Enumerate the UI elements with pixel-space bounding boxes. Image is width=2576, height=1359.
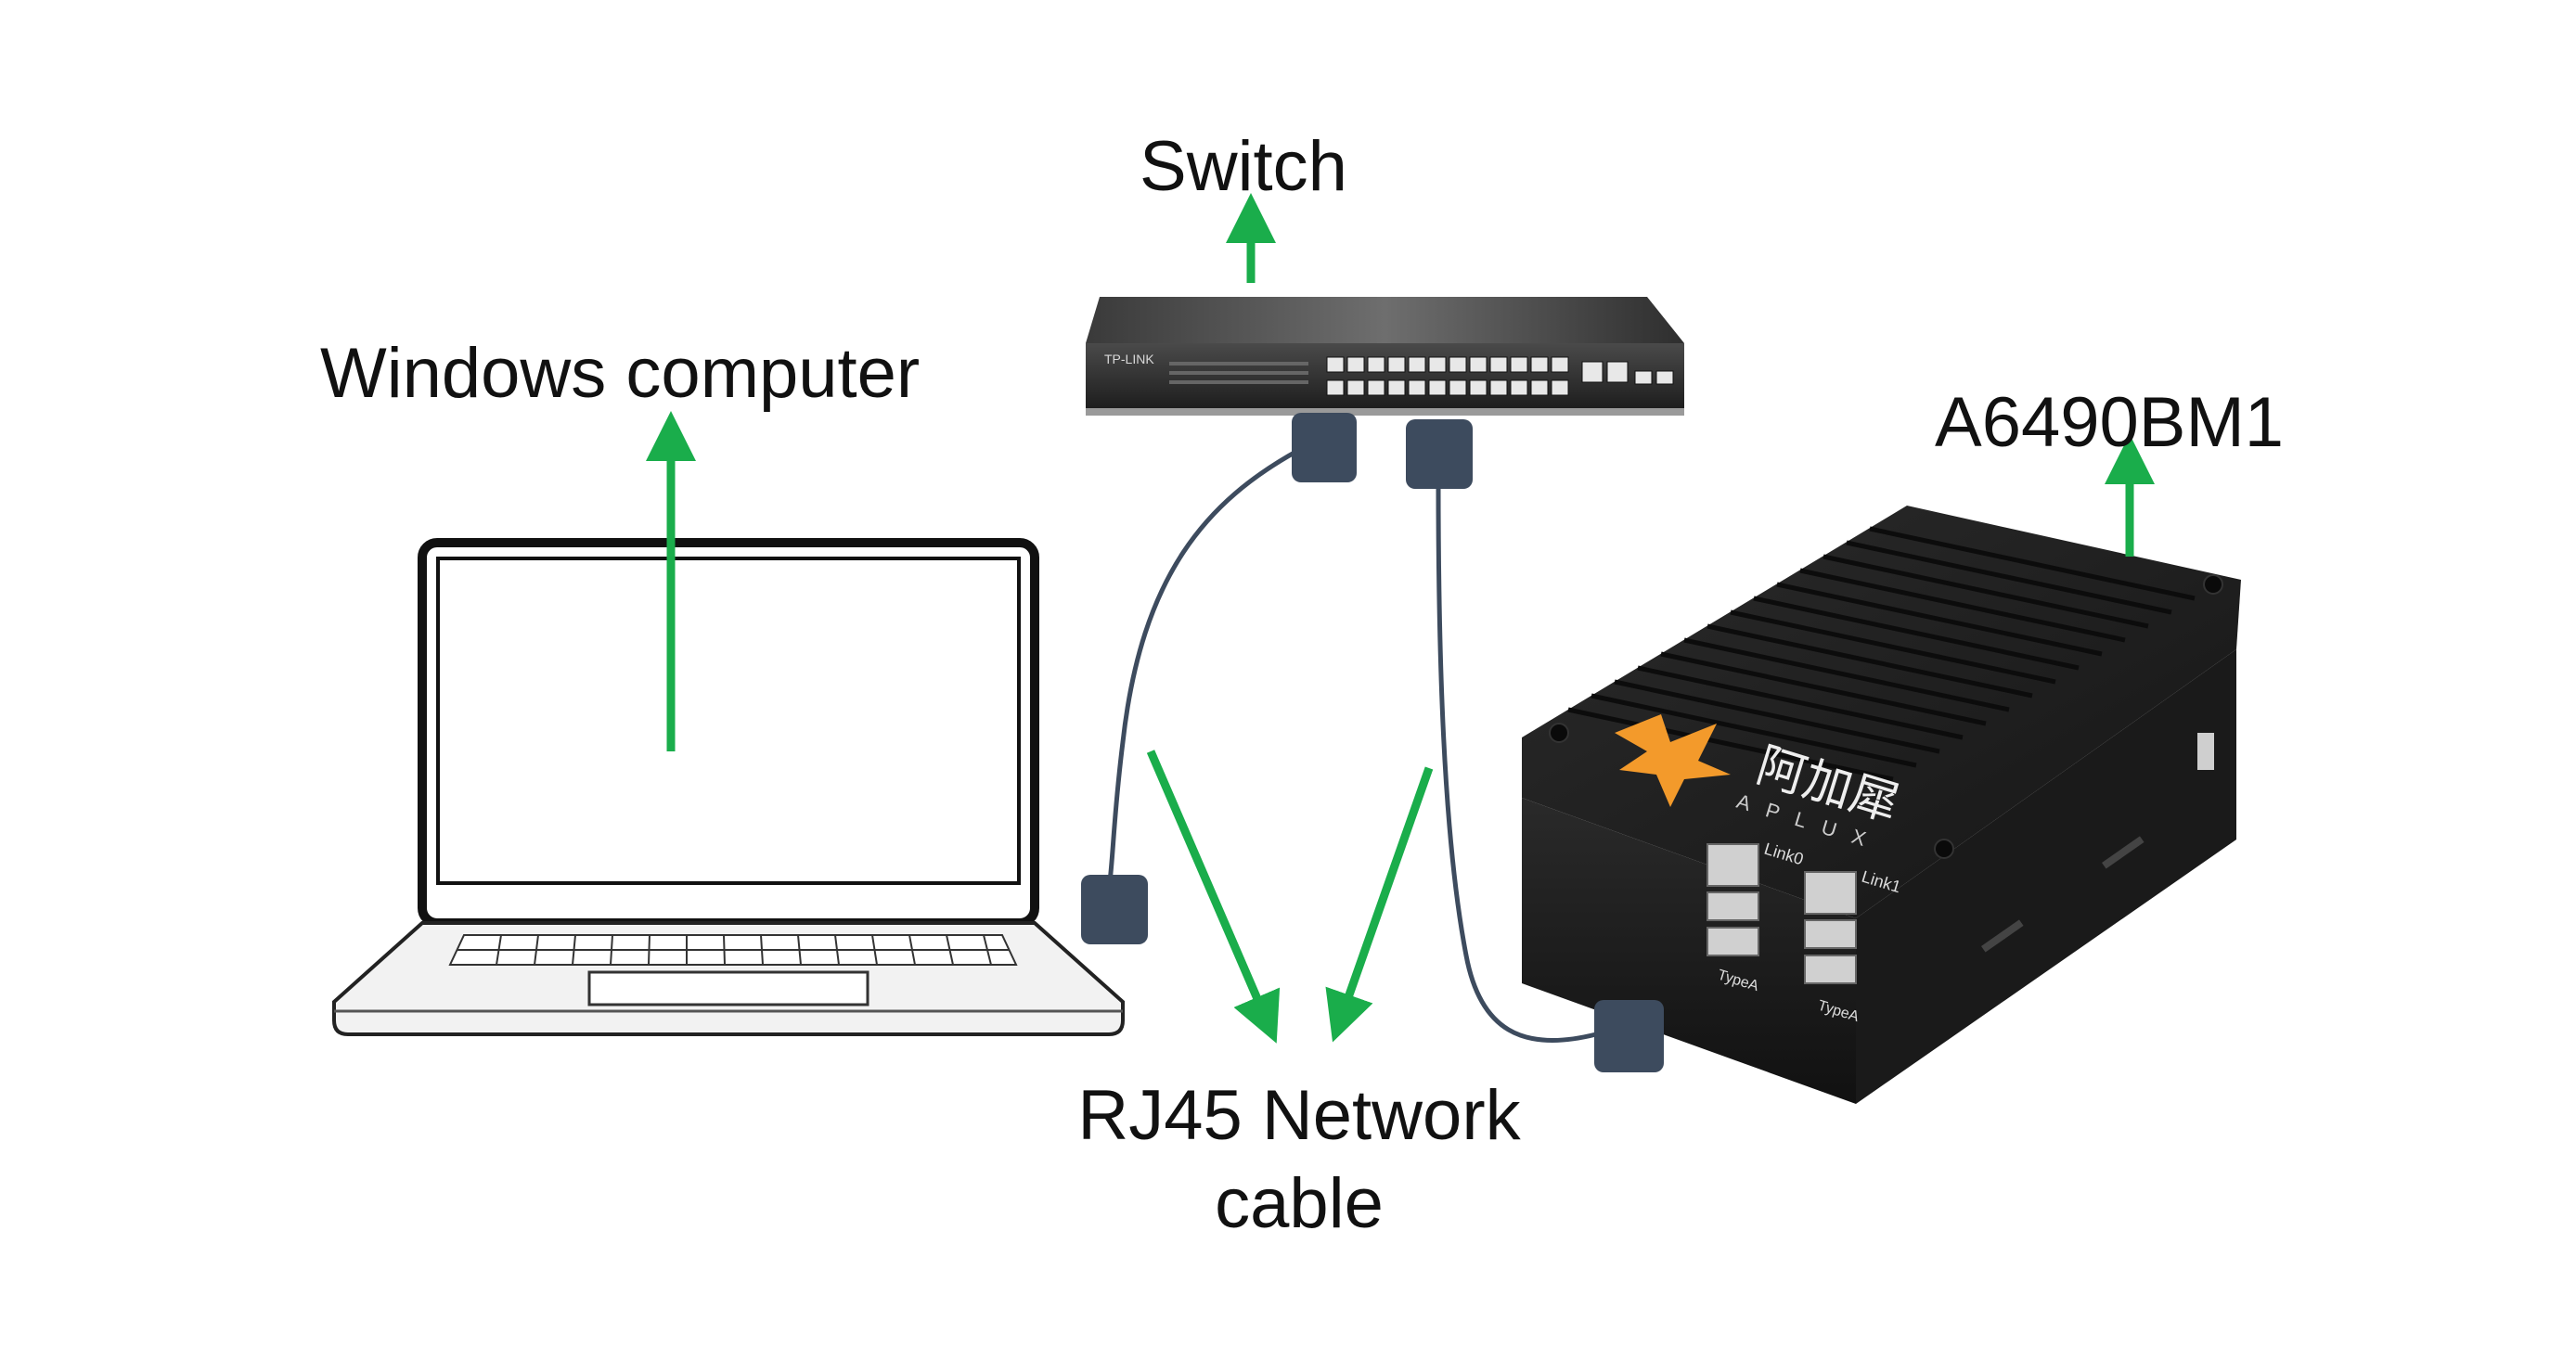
board-device: 阿加犀 APLUX Link0 Link1 TypeA TypeA: [1522, 506, 2241, 1104]
switch-ports: [1326, 356, 1674, 396]
rj45-connectors: [1081, 413, 1664, 1072]
cable-switch-to-laptop: [1106, 447, 1301, 891]
arrow-cable-left: [1146, 750, 1281, 1044]
rj45-connector-board: [1594, 1000, 1664, 1072]
rj45-connector-switch-left: [1292, 413, 1357, 482]
switch-device: TP-LINK: [1086, 297, 1684, 416]
arrow-cable-right: [1325, 766, 1434, 1043]
laptop-touchpad: [587, 970, 869, 1006]
rj45-connector-laptop: [1081, 875, 1148, 944]
cable-switch-to-board: [1436, 481, 1597, 1044]
board-side-port: [2197, 733, 2214, 770]
network-cables: [1106, 447, 1597, 1044]
cable-label: RJ45 Network cable: [1077, 1076, 1521, 1243]
heatsink-fins: [1567, 526, 2196, 782]
laptop-device: [332, 538, 1125, 1036]
switch-leds: [1169, 362, 1308, 384]
board-screws: [1549, 574, 2223, 859]
board-ports-left: [1707, 843, 1759, 956]
board-ports-right: [1804, 871, 1857, 984]
board-label: A6490BM1: [1935, 383, 2285, 462]
switch-label: Switch: [1140, 127, 1347, 206]
windows-computer-label: Windows computer: [320, 334, 921, 413]
switch-brand-text: TP-LINK: [1104, 352, 1154, 366]
callout-arrows: [646, 193, 2155, 1044]
rj45-connector-switch-right: [1406, 419, 1473, 489]
aplux-logo-icon: [1615, 714, 1731, 807]
board-side-header: [1980, 836, 2145, 953]
laptop-keyboard: [448, 934, 1018, 966]
